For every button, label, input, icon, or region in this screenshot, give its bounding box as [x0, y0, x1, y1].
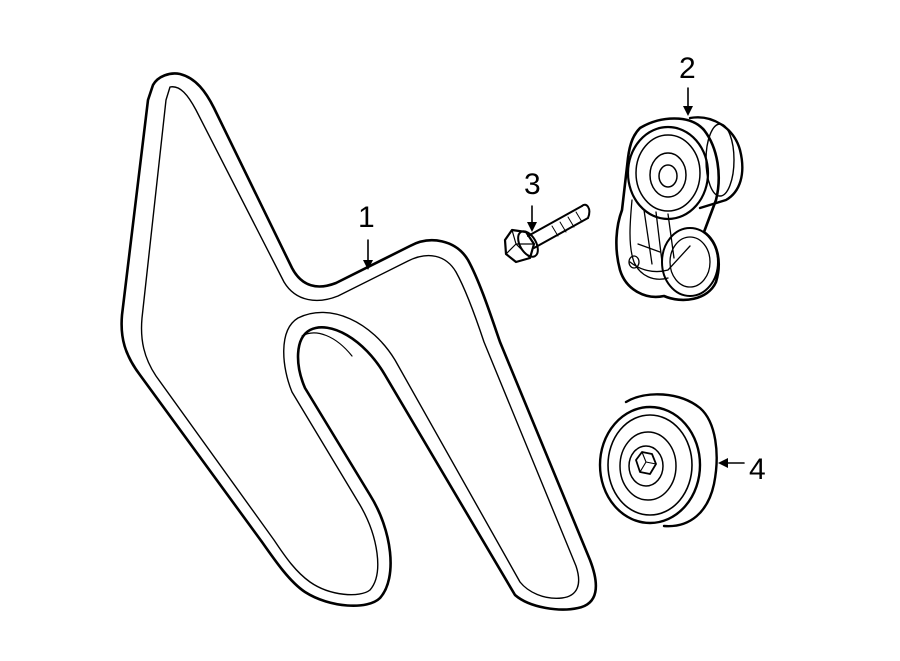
idler-pulley-icon — [598, 393, 745, 528]
bolt-icon — [503, 203, 591, 264]
callout-3: 3 — [524, 168, 541, 201]
belt-tensioner-icon — [615, 87, 744, 302]
serpentine-belt-icon — [120, 72, 598, 611]
callout-2: 2 — [679, 52, 696, 85]
callout-1: 1 — [358, 201, 375, 234]
callout-4: 4 — [749, 453, 766, 486]
